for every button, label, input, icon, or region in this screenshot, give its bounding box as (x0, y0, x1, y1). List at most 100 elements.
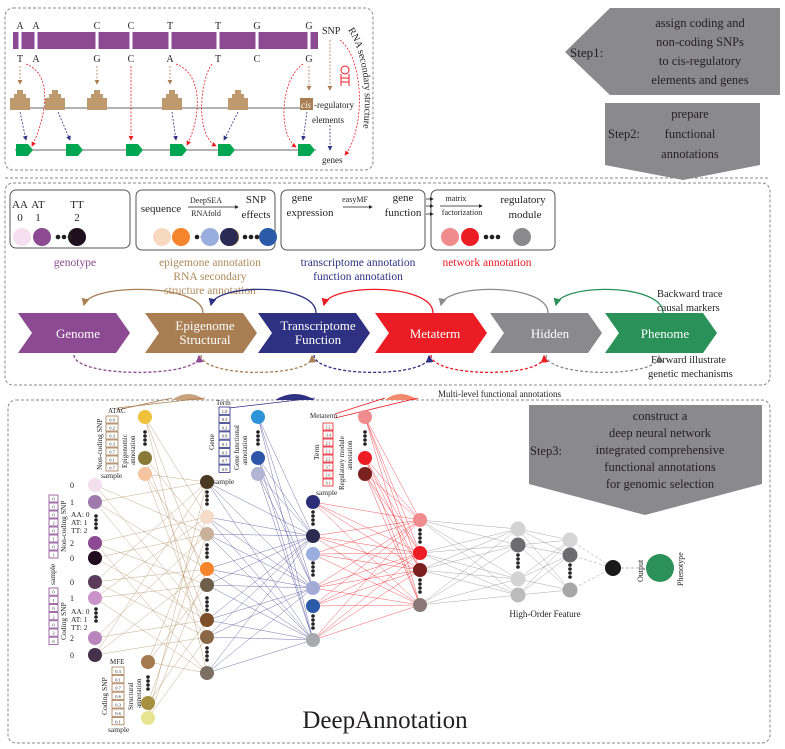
bottom-base: G (93, 54, 100, 65)
network-edge (312, 535, 421, 554)
network-edge (206, 516, 314, 537)
epigenome-circle (153, 228, 171, 246)
step2-line: prepare (671, 107, 709, 121)
step2-line: functional (665, 127, 716, 141)
atac-cell (105, 423, 119, 432)
gene-cell-value: 0.1 (222, 442, 228, 447)
network-edge (364, 473, 421, 554)
meta-sample: sample (316, 488, 338, 497)
genotype-tt: TT (70, 199, 84, 211)
mfe-annot-2: annotation (135, 678, 143, 708)
gene-icon (218, 144, 235, 156)
step1-line: elements and genes (651, 73, 748, 87)
ellipsis-dot (194, 234, 200, 240)
regulatory-label: regulatory (500, 194, 546, 206)
network-edge (517, 554, 571, 596)
ellipsis-dot (516, 561, 520, 565)
mfe-cell-value: 0.1 (115, 677, 121, 682)
gene-annot-2: annotation (241, 435, 249, 465)
mfe-side-label: Coding SNP (100, 677, 109, 715)
hidden3-node (413, 563, 427, 577)
deepannotation-title: DeepAnnotation (302, 707, 468, 734)
network-edge (206, 639, 314, 674)
noncoding-cell-value: 0 (52, 505, 55, 510)
meta-cell-value: 1.2 (326, 426, 331, 430)
noncoding-cell (48, 510, 59, 519)
ellipsis-dot (311, 626, 315, 630)
top-base: C (94, 21, 101, 32)
ellipsis-dot (94, 522, 98, 526)
gene-header: Term (216, 399, 231, 407)
coding-code: AT: 1 (71, 615, 88, 624)
regulatory-element-peak (10, 90, 30, 110)
inputs-node (88, 536, 102, 550)
coding-cell-value: 1 (52, 598, 54, 603)
network-edge (364, 416, 421, 521)
network-edge (419, 528, 519, 571)
gene-cell (218, 448, 231, 457)
coding-cell (48, 620, 59, 629)
hidden2-node (306, 599, 320, 613)
genotype-box (9, 189, 131, 249)
stage-chevron (18, 313, 130, 353)
ellipsis-dot (205, 646, 209, 650)
bottom-base: C (254, 54, 261, 65)
ellipsis-dot (143, 442, 147, 446)
output-node (605, 560, 621, 576)
coding-cell-value: 2 (52, 614, 54, 619)
mfe-cell (111, 717, 125, 726)
transcriptome-circle (201, 228, 219, 246)
hidden3-node (413, 546, 427, 560)
network-edge (257, 416, 314, 589)
metaterm-node (358, 451, 372, 465)
stage-phenome: Phenome (605, 313, 717, 353)
forward-arrow (545, 354, 664, 373)
noncoding-code: AT: 1 (71, 518, 88, 527)
network-edge (419, 528, 519, 606)
genotype-at: AT (31, 199, 45, 211)
transcriptome-box (280, 189, 426, 251)
network-edge (364, 416, 421, 606)
hidden2-node (306, 547, 320, 561)
hof2-node (562, 547, 578, 563)
regulatory-element-peak (45, 90, 65, 110)
network-edge (206, 535, 314, 586)
network-edge (312, 519, 421, 537)
elements-label: elements (312, 115, 344, 125)
step1-line: assign coding and (655, 16, 745, 30)
network-edge (364, 473, 421, 606)
hidden1-node (200, 630, 214, 644)
panel-deep-network: Multi-level functional annotations Step3… (7, 389, 771, 744)
inputs-node (88, 478, 102, 492)
gene-cell-value: 0.9 (222, 467, 228, 472)
meta-cell (322, 454, 334, 463)
step2-line: annotations (661, 147, 719, 161)
gene-icon (170, 144, 187, 156)
meta-annot-2: annotation (346, 440, 354, 470)
network-edge (312, 552, 421, 607)
atac-cell (105, 447, 119, 456)
noncoding-cell-value: 0 (52, 497, 55, 502)
mfe-cell-value: 0.6 (115, 711, 121, 716)
coding-cell (48, 604, 59, 613)
network-edge (144, 473, 208, 638)
stage-chevron (375, 313, 487, 353)
expression-label: expression (286, 207, 334, 219)
gene-cell (218, 431, 231, 440)
hidden2-node (306, 495, 320, 509)
ellipsis-dot (55, 234, 61, 240)
ellipsis-dot (418, 586, 422, 590)
regulatory-element-peak (162, 90, 182, 110)
ellipsis-dot (205, 543, 209, 547)
ellipsis-dot (311, 522, 315, 526)
module-label: module (509, 209, 542, 221)
mfe-cell-value: 0.7 (115, 686, 121, 691)
noncoding-cell (48, 518, 59, 527)
network-edge (206, 535, 314, 621)
ellipsis-dot (516, 557, 520, 561)
network-edge (419, 519, 519, 546)
network-edge (312, 604, 421, 607)
stage-genome: Genome (18, 313, 130, 353)
atac-header: ATAC (108, 407, 126, 415)
